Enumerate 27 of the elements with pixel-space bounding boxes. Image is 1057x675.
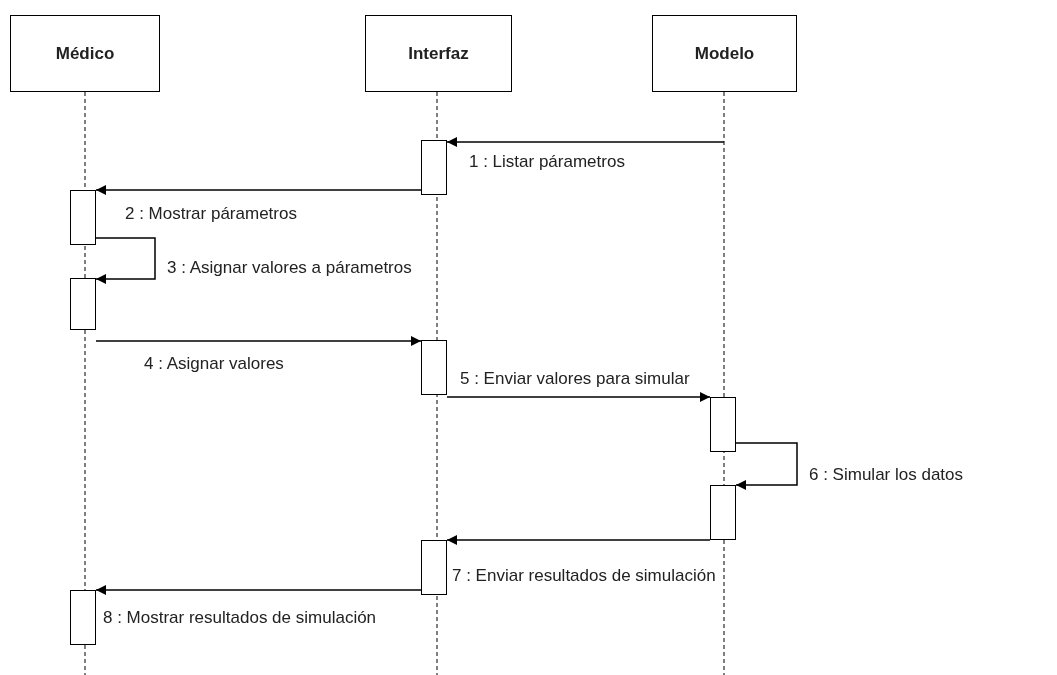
participant-box: [10, 15, 160, 92]
message-arrow: [446, 137, 725, 147]
message-arrow: [95, 185, 422, 195]
activation-bar: [421, 340, 447, 395]
edge-label: 2 : Mostrar párametros: [124, 204, 298, 224]
activation-bar: [421, 140, 447, 195]
message-arrow: [95, 336, 422, 346]
participant-name: Modelo: [694, 43, 755, 64]
message-arrow: [446, 535, 711, 545]
edge-label: 3 : Asignar valores a párametros: [166, 258, 413, 278]
participant-name: Médico: [55, 43, 115, 64]
participant-box: [652, 15, 797, 92]
participant-box: [365, 15, 512, 92]
activation-bar: [70, 278, 96, 330]
message-arrow: [95, 237, 156, 284]
edge-label: 5 : Enviar valores para simular: [459, 369, 691, 389]
message-arrow: [735, 442, 798, 490]
activation-bar: [70, 190, 96, 245]
activation-bar: [710, 397, 736, 452]
message-arrow: [95, 585, 422, 595]
activation-bar: [70, 590, 96, 645]
message-arrow: [446, 392, 711, 402]
activation-bar: [421, 540, 447, 595]
participant-name: Interfaz: [408, 43, 469, 64]
activation-bar: [710, 485, 736, 540]
edge-label: 1 : Listar párametros: [468, 152, 626, 172]
edge-label: 4 : Asignar valores: [143, 354, 285, 374]
